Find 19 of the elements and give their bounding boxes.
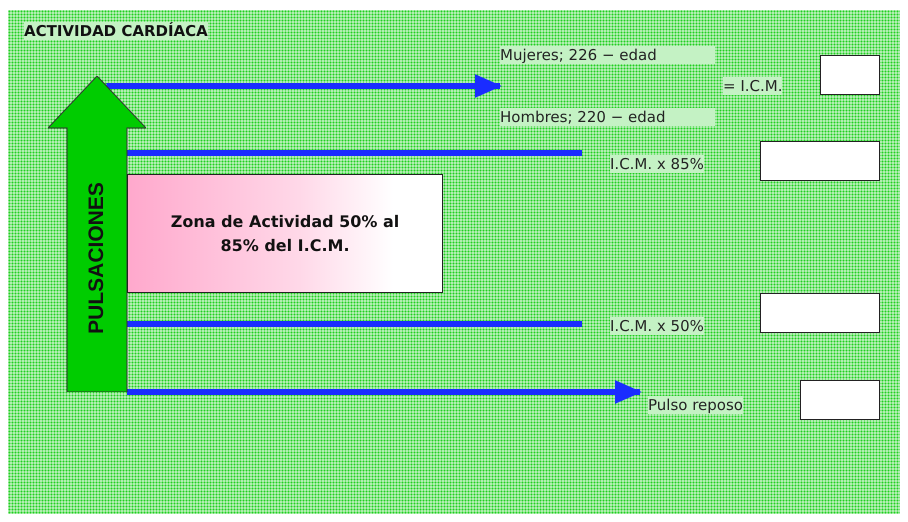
title: ACTIVIDAD CARDÍACA bbox=[24, 22, 208, 40]
answer-box bbox=[820, 55, 880, 95]
answer-box bbox=[800, 380, 880, 420]
formula-text: Pulso reposo bbox=[648, 396, 743, 414]
arrow bbox=[127, 380, 642, 404]
formula-text: = I.C.M. bbox=[723, 77, 782, 95]
up-arrow bbox=[48, 76, 146, 392]
answer-box bbox=[760, 293, 880, 333]
formula-text: I.C.M. x 85% bbox=[610, 155, 704, 173]
connector-line bbox=[127, 321, 582, 327]
arrow-label: PULSACIONES bbox=[85, 181, 109, 336]
answer-box bbox=[760, 141, 880, 181]
formula-text: Hombres; 220 − edad bbox=[500, 108, 715, 126]
zone-box bbox=[127, 174, 443, 293]
formula-text: I.C.M. x 50% bbox=[610, 317, 704, 335]
zone-text: Zona de Actividad 50% al 85% del I.C.M. bbox=[170, 211, 400, 256]
connector-line bbox=[127, 150, 582, 156]
arrow bbox=[106, 74, 502, 98]
formula-text: Mujeres; 226 − edad bbox=[500, 46, 715, 64]
